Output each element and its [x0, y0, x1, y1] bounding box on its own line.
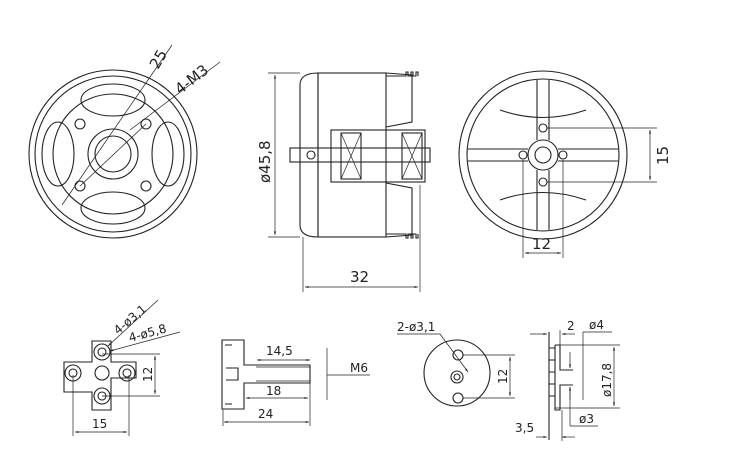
offset-label: 3,5 — [515, 421, 534, 435]
adapter-disc: 2-ø3,1 12 — [397, 320, 515, 407]
shaft-length-label: 18 — [266, 384, 281, 398]
thickness-label: 2 — [567, 319, 575, 333]
adapter-side: 2 ø4 ø17,8 ø3 3,5 — [515, 318, 620, 441]
pin-label: ø3 — [579, 412, 594, 426]
thread-length-label: 14,5 — [266, 344, 293, 358]
hole-label: 2-ø3,1 — [397, 320, 435, 334]
vertical-label: 15 — [654, 146, 672, 165]
diameter-label: ø17,8 — [600, 363, 614, 397]
bore-label: ø4 — [589, 318, 604, 332]
prop-adapter: 14,5 18 24 M6 — [221, 339, 370, 426]
vertical-label: 12 — [141, 367, 155, 382]
diameter-label: ø45,8 — [256, 140, 274, 183]
thread-label: 4-M3 — [171, 61, 212, 98]
side-view: ø45,8 32 — [256, 71, 431, 292]
front-view: 25 4-M3 — [28, 44, 221, 239]
horizontal-label: 15 — [92, 417, 107, 431]
total-length-label: 24 — [258, 407, 273, 421]
horizontal-label: 12 — [532, 235, 551, 253]
spacing-label: 12 — [496, 369, 510, 384]
length-label: 32 — [350, 268, 369, 286]
thread-label: M6 — [350, 361, 368, 375]
rear-view: 15 12 — [458, 70, 672, 258]
pcd-label: 25 — [146, 46, 171, 72]
mount-cross: 4-ø3,1 4-ø5,8 12 15 — [63, 299, 181, 436]
